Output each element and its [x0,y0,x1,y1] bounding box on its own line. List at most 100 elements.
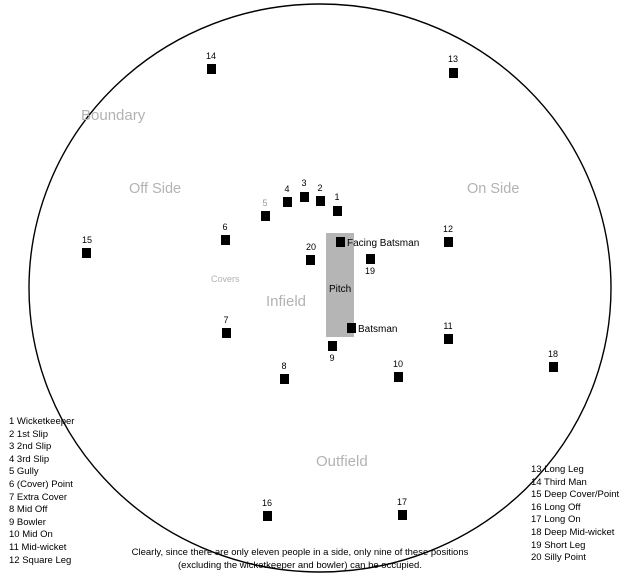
position-number: 9 [329,353,334,363]
position-marker [444,334,453,344]
fielding-position-4: 4 [283,184,292,207]
position-marker [398,510,407,520]
position-number: 11 [443,321,452,331]
boundary-circle [28,3,612,573]
pitch-label: Pitch [329,284,351,295]
position-marker [328,341,337,351]
facing-batsman-marker [336,237,345,247]
zone-outfield: Outfield [316,453,368,470]
position-marker [366,254,375,264]
legend-item: 14 Third Man [531,476,587,488]
explanatory-note: Clearly, since there are only eleven peo… [100,547,500,572]
batsman-label: Batsman [358,324,397,335]
position-marker [207,64,216,74]
position-marker [280,374,289,384]
zone-covers: Covers [211,274,240,284]
fielding-position-17: 17 [397,497,407,520]
fielding-position-2: 2 [316,183,325,206]
position-marker [263,511,272,521]
position-marker [300,192,309,202]
facing-batsman-label: Facing Batsman [347,238,419,249]
fielding-position-1: 1 [333,192,342,216]
position-marker [449,68,458,78]
position-number: 12 [443,224,453,234]
position-number: 16 [262,498,272,508]
fielding-position-9: 9 [328,341,337,363]
position-marker [444,237,453,247]
legend-item: 2 1st Slip [9,428,49,440]
legend-item: 9 Bowler [9,516,46,528]
position-marker [394,372,403,382]
fielding-position-15: 15 [82,235,92,258]
legend-item: 5 Gully [9,466,39,478]
legend-item: 12 Square Leg [9,554,72,566]
position-marker [283,197,292,207]
position-marker [261,211,270,221]
zone-on-side: On Side [467,181,519,197]
position-marker [82,248,91,258]
legend-item: 16 Long Off [531,501,581,513]
position-number: 7 [223,315,228,325]
fielding-position-6: 6 [221,222,230,245]
legend-item: 11 Mid-wicket [9,541,67,553]
fielding-position-16: 16 [262,498,272,521]
legend-item: 8 Mid Off [9,504,48,516]
position-number: 1 [334,192,339,202]
fielding-position-10: 10 [393,359,403,382]
zone-off-side: Off Side [129,181,181,197]
position-number: 14 [206,51,216,61]
position-marker [549,362,558,372]
position-marker [221,235,230,245]
position-number: 5 [262,198,267,208]
zone-infield: Infield [266,293,306,310]
position-marker [333,206,342,216]
position-number: 2 [317,183,322,193]
position-number: 13 [448,54,458,64]
legend-item: 19 Short Leg [531,539,586,551]
fielding-position-19: 19 [365,254,375,276]
pitch-strip [326,233,354,337]
position-number: 18 [548,349,558,359]
batsman-marker [347,323,356,333]
legend-item: 6 (Cover) Point [9,478,73,490]
position-number: 19 [365,266,375,276]
position-number: 3 [301,178,306,188]
fielding-position-3: 3 [300,178,309,202]
legend-item: 18 Deep Mid-wicket [531,526,615,538]
position-number: 10 [393,359,403,369]
position-number: 17 [397,497,407,507]
legend-item: 1 Wicketkeeper [9,416,75,427]
legend-item: 15 Deep Cover/Point [531,489,620,501]
zone-boundary: Boundary [81,107,146,124]
legend-item: 10 Mid On [9,529,53,541]
fielding-position-5: 5 [261,198,270,221]
legend-item: 13 Long Leg [531,464,584,475]
position-number: 4 [284,184,289,194]
position-marker [306,255,315,265]
fielding-position-11: 11 [443,321,453,344]
position-marker [316,196,325,206]
position-number: 8 [281,361,286,371]
legend-item: 20 Silly Point [531,552,586,564]
fielding-position-18: 18 [548,349,558,372]
legend-item: 4 3rd Slip [9,453,50,465]
fielding-position-8: 8 [280,361,289,384]
position-number: 6 [222,222,227,232]
fielding-position-7: 7 [222,315,231,338]
position-marker [222,328,231,338]
note-line-2: (excluding the wicketkeeper and bowler) … [178,559,422,571]
legend-item: 17 Long On [531,514,581,526]
fielding-position-14: 14 [206,51,216,74]
fielding-position-12: 12 [443,224,453,247]
note-line-1: Clearly, since there are only eleven peo… [131,547,469,558]
legend-item: 3 2nd Slip [9,441,52,453]
fielding-position-20: 20 [306,242,316,265]
position-number: 15 [82,235,92,245]
fielding-position-13: 13 [448,54,458,78]
legend-item: 7 Extra Cover [9,491,68,503]
position-number: 20 [306,242,316,252]
